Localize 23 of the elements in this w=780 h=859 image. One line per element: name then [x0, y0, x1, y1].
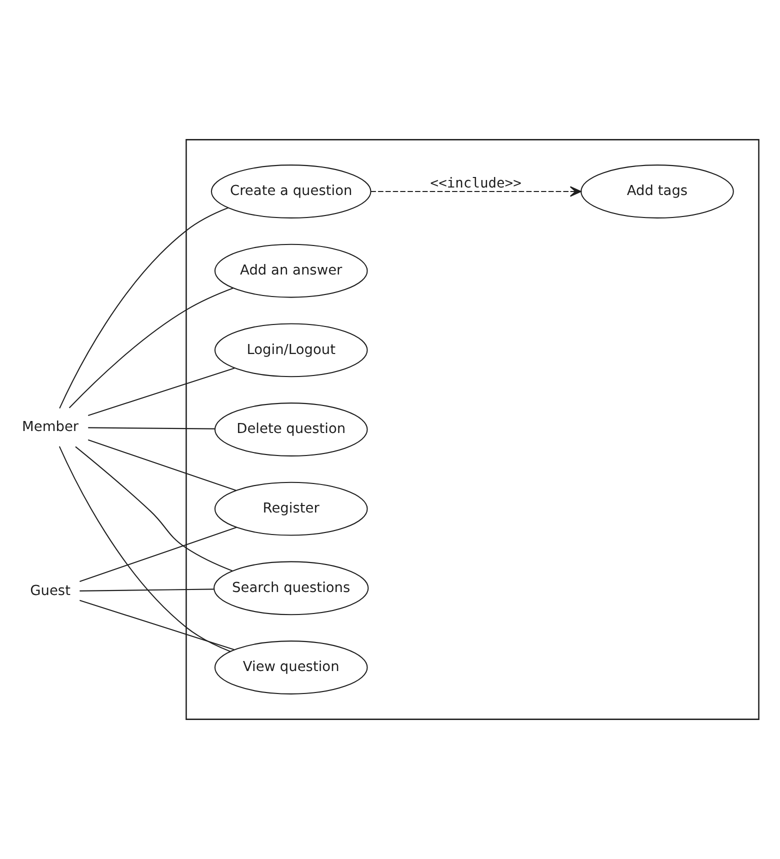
connector [88, 368, 235, 416]
connector [58, 446, 231, 652]
node-ellipse: Register [214, 482, 368, 536]
node-ellipse: Login/Logout [214, 323, 368, 378]
node-ellipse: Add tags [580, 164, 734, 218]
connector [88, 427, 215, 430]
cluster [186, 139, 760, 720]
connector [80, 526, 237, 582]
node-text: Guest [30, 582, 70, 599]
connector [80, 600, 234, 650]
node-ellipse: Delete question [214, 402, 368, 456]
arrow [370, 186, 582, 197]
connector [75, 446, 233, 572]
node-ellipse: Create a question [210, 164, 372, 218]
node-text: Member [22, 418, 79, 435]
connector [68, 288, 234, 408]
node-ellipse: View question [214, 640, 368, 694]
connector [59, 207, 228, 408]
edge-label: <<include>> [430, 176, 522, 192]
node-ellipse: Search questions [214, 561, 369, 616]
node-ellipse: Add an answer [214, 244, 368, 298]
connector [80, 588, 214, 592]
connector [88, 439, 236, 491]
